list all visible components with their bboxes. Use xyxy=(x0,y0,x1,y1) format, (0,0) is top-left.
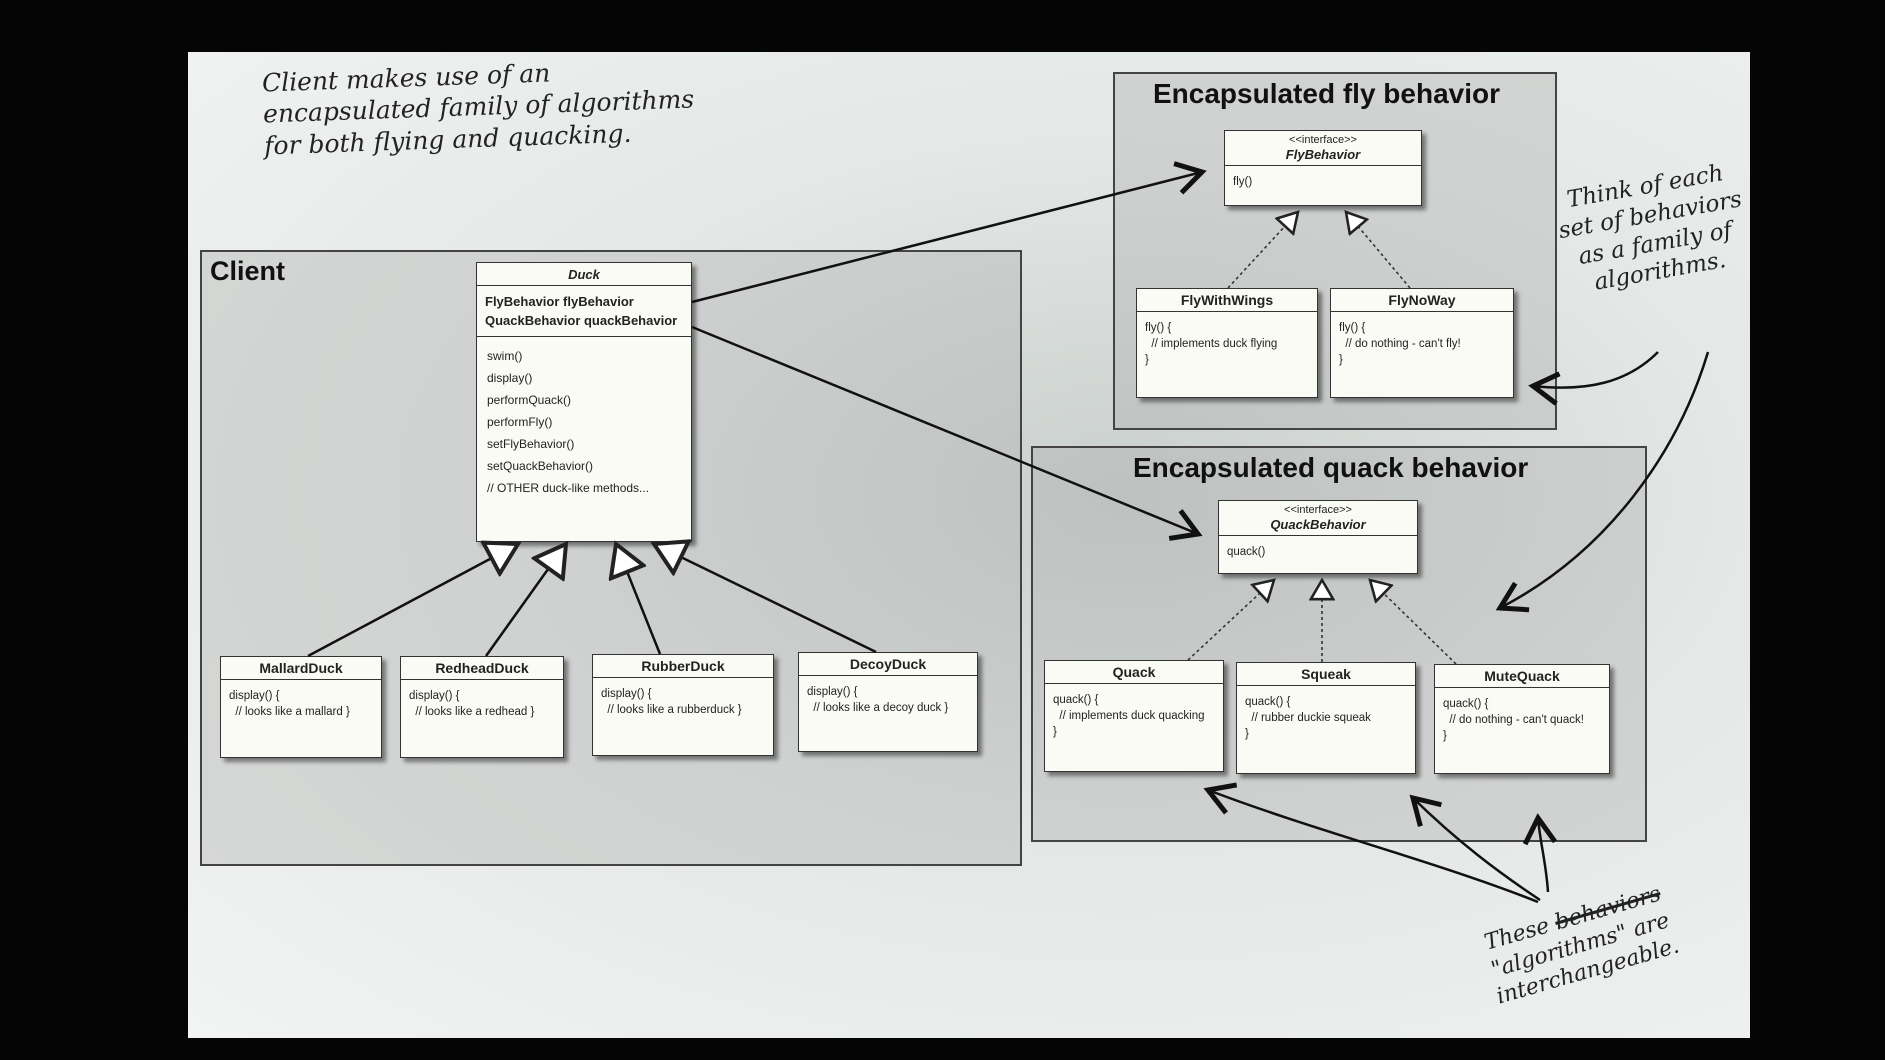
interface-name: <<interface>> FlyBehavior xyxy=(1225,131,1421,166)
class-name: Quack xyxy=(1045,661,1223,684)
class-name: MuteQuack xyxy=(1435,665,1609,688)
redhead-duck-class: RedheadDuck display() { // looks like a … xyxy=(400,656,564,758)
duck-method: display() xyxy=(487,371,533,385)
duck-method: performFly() xyxy=(487,415,553,429)
code-line: display() { xyxy=(601,688,652,700)
code-line: display() { xyxy=(409,690,460,702)
code-line: // rubber duckie squeak xyxy=(1245,712,1371,724)
class-body: fly() { // do nothing - can't fly! } xyxy=(1331,312,1513,376)
fly-with-wings-class: FlyWithWings fly() { // implements duck … xyxy=(1136,288,1318,398)
squeak-class: Squeak quack() { // rubber duckie squeak… xyxy=(1236,662,1416,774)
code-line: } xyxy=(1245,728,1249,740)
duck-method: setFlyBehavior() xyxy=(487,437,575,451)
code-line: display() { xyxy=(229,690,280,702)
inherit-mallard xyxy=(307,544,518,658)
code-line: fly() xyxy=(1233,176,1253,188)
inherit-decoy xyxy=(654,544,877,654)
class-body: display() { // looks like a decoy duck } xyxy=(799,676,977,724)
quack-class: Quack quack() { // implements duck quack… xyxy=(1044,660,1224,772)
class-body: fly() { // implements duck flying } xyxy=(1137,312,1317,376)
interface-name: <<interface>> QuackBehavior xyxy=(1219,501,1417,536)
interface-body: quack() xyxy=(1219,536,1417,568)
class-body: display() { // looks like a redhead } xyxy=(401,680,563,728)
hand-arrow-to-fly-group xyxy=(1528,351,1659,406)
hand-arrow-to-quack-group xyxy=(1495,351,1710,613)
hand-arrow-to-mute-quack xyxy=(1522,813,1558,893)
interface-stereotype: <<interface>> xyxy=(1289,134,1357,146)
code-line: // implements duck flying xyxy=(1145,338,1278,350)
code-line: // looks like a redhead } xyxy=(409,706,535,718)
inherit-redhead xyxy=(484,544,566,657)
implements-mute-quack xyxy=(1370,580,1457,665)
has-fly-behavior xyxy=(691,161,1207,304)
fly-no-way-class: FlyNoWay fly() { // do nothing - can't f… xyxy=(1330,288,1514,398)
duck-method: setQuackBehavior() xyxy=(487,459,594,473)
duck-method: // OTHER duck-like methods... xyxy=(487,481,650,495)
code-line: // looks like a rubberduck } xyxy=(601,704,742,716)
code-line: } xyxy=(1053,726,1057,738)
duck-class-name: Duck xyxy=(477,263,691,286)
duck-attribute: QuackBehavior quackBehavior xyxy=(485,313,678,328)
class-name: FlyNoWay xyxy=(1331,289,1513,312)
code-line: } xyxy=(1339,354,1343,366)
class-body: display() { // looks like a mallard } xyxy=(221,680,381,728)
class-name: MallardDuck xyxy=(221,657,381,680)
quack-behavior-interface: <<interface>> QuackBehavior quack() xyxy=(1218,500,1418,574)
code-line: quack() xyxy=(1227,546,1266,558)
implements-fly-no-way xyxy=(1346,212,1411,289)
code-line: // looks like a decoy duck } xyxy=(807,702,949,714)
interface-stereotype: <<interface>> xyxy=(1284,504,1352,516)
code-line: quack() { xyxy=(1443,698,1489,710)
code-line: // looks like a mallard } xyxy=(229,706,350,718)
inherit-rubber xyxy=(616,544,662,655)
interface-body: fly() xyxy=(1225,166,1421,198)
mute-quack-class: MuteQuack quack() { // do nothing - can'… xyxy=(1434,664,1610,774)
class-body: quack() { // do nothing - can't quack! } xyxy=(1435,688,1609,752)
duck-attributes: FlyBehavior flyBehavior QuackBehavior qu… xyxy=(477,286,691,337)
code-line: display() { xyxy=(807,686,858,698)
projected-slide: Client makes use of an encapsulated fami… xyxy=(188,52,1750,1038)
code-line: // do nothing - can't fly! xyxy=(1339,338,1461,350)
duck-class: Duck FlyBehavior flyBehavior QuackBehavi… xyxy=(476,262,692,542)
class-name: RubberDuck xyxy=(593,655,773,678)
code-line: quack() { xyxy=(1053,694,1099,706)
class-name: FlyWithWings xyxy=(1137,289,1317,312)
code-line: fly() { xyxy=(1145,322,1172,334)
implements-fly-with-wings xyxy=(1227,212,1298,289)
hand-arrow-to-quack xyxy=(1203,782,1539,904)
mallard-duck-class: MallardDuck display() { // looks like a … xyxy=(220,656,382,758)
has-quack-behavior xyxy=(691,325,1203,541)
class-body: quack() { // implements duck quacking } xyxy=(1045,684,1223,748)
duck-method: performQuack() xyxy=(487,393,572,407)
class-name: Squeak xyxy=(1237,663,1415,686)
class-body: display() { // looks like a rubberduck } xyxy=(593,678,773,726)
decoy-duck-class: DecoyDuck display() { // looks like a de… xyxy=(798,652,978,752)
implements-quack xyxy=(1187,580,1274,661)
code-line: // do nothing - can't quack! xyxy=(1443,714,1584,726)
connector-lines xyxy=(307,161,1710,904)
class-name: RedheadDuck xyxy=(401,657,563,680)
fly-behavior-interface: <<interface>> FlyBehavior fly() xyxy=(1224,130,1422,206)
class-name: DecoyDuck xyxy=(799,653,977,676)
fly-group-title: Encapsulated fly behavior xyxy=(1153,78,1500,109)
code-line: quack() { xyxy=(1245,696,1291,708)
rubber-duck-class: RubberDuck display() { // looks like a r… xyxy=(592,654,774,756)
hand-arrow-to-squeak xyxy=(1409,794,1541,902)
duck-attribute: FlyBehavior flyBehavior xyxy=(485,294,634,309)
code-line: // implements duck quacking xyxy=(1053,710,1205,722)
interface-title: FlyBehavior xyxy=(1285,147,1361,162)
class-body: quack() { // rubber duckie squeak } xyxy=(1237,686,1415,750)
duck-method: swim() xyxy=(487,349,523,363)
code-line: } xyxy=(1145,354,1149,366)
quack-group-title: Encapsulated quack behavior xyxy=(1133,452,1529,483)
duck-methods: swim() display() performQuack() performF… xyxy=(477,337,691,507)
interface-title: QuackBehavior xyxy=(1270,517,1366,532)
code-line: fly() { xyxy=(1339,322,1366,334)
code-line: } xyxy=(1443,730,1447,742)
client-group-title: Client xyxy=(210,256,286,286)
